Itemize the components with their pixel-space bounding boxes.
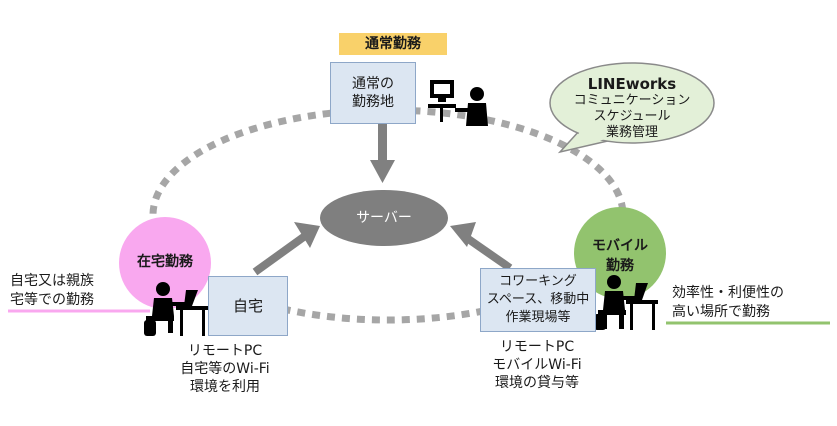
mobile-worker-icon (594, 275, 658, 330)
mobile-circle-line1: モバイル (592, 238, 648, 254)
home-side-line1: 自宅又は親族 (10, 273, 94, 289)
office-box: 通常の 勤務地 (330, 62, 416, 124)
coworking-line2: スペース、移動中 (486, 292, 590, 307)
mobile-circle-label: モバイル 勤務 (575, 236, 665, 276)
home-circle-label: 在宅勤務 (137, 254, 193, 270)
bubble-line1: コミュニケーション (573, 93, 691, 108)
mobile-side-line1: 効率性・利便性の (672, 285, 784, 301)
server-ellipse (320, 190, 448, 246)
home-caption-line1: リモートPC (187, 343, 263, 359)
home-caption: リモートPC 自宅等のWi-Fi 環境を利用 (150, 342, 300, 396)
mobile-side-text: 効率性・利便性の 高い場所で勤務 (672, 284, 784, 322)
arrow-office-to-server (370, 124, 395, 183)
home-box: 自宅 (208, 276, 288, 336)
coworking-box: コワーキング スペース、移動中 作業現場等 (480, 268, 596, 332)
office-label-line1: 通常の (352, 76, 394, 92)
server-label: サーバー (356, 210, 412, 226)
home-side-line2: 宅等での勤務 (10, 292, 94, 308)
home-circle (119, 217, 211, 309)
bubble-title: LINEworks (587, 75, 677, 93)
lineworks-bubble (549, 62, 715, 154)
lineworks-bubble-text: LINEworks コミュニケーション スケジュール 業務管理 (557, 75, 707, 141)
bubble-line3: 業務管理 (605, 125, 658, 140)
office-label-line2: 勤務地 (352, 94, 394, 110)
mobile-circle-line2: 勤務 (606, 258, 634, 274)
mobile-caption-line1: リモートPC (499, 339, 575, 355)
mobile-circle (574, 207, 666, 299)
arrow-home-to-server (252, 222, 320, 276)
mobile-caption-line2: モバイルWi-Fi (492, 357, 582, 373)
home-caption-line3: 環境を利用 (190, 379, 260, 395)
home-worker-icon (144, 282, 208, 336)
coworking-line1: コワーキング (499, 274, 577, 289)
office-worker-icon (428, 80, 488, 126)
mobile-side-line2: 高い場所で勤務 (672, 304, 770, 320)
arrow-mobile-to-server (450, 222, 513, 272)
home-caption-line2: 自宅等のWi-Fi (180, 361, 270, 377)
mobile-caption-line3: 環境の貸与等 (495, 375, 579, 391)
normal-work-tag: 通常勤務 (339, 33, 447, 55)
bubble-line2: スケジュール (593, 109, 671, 124)
mobile-caption: リモートPC モバイルWi-Fi 環境の貸与等 (462, 338, 612, 392)
home-side-text: 自宅又は親族 宅等での勤務 (10, 272, 94, 310)
coworking-line3: 作業現場等 (505, 310, 571, 325)
